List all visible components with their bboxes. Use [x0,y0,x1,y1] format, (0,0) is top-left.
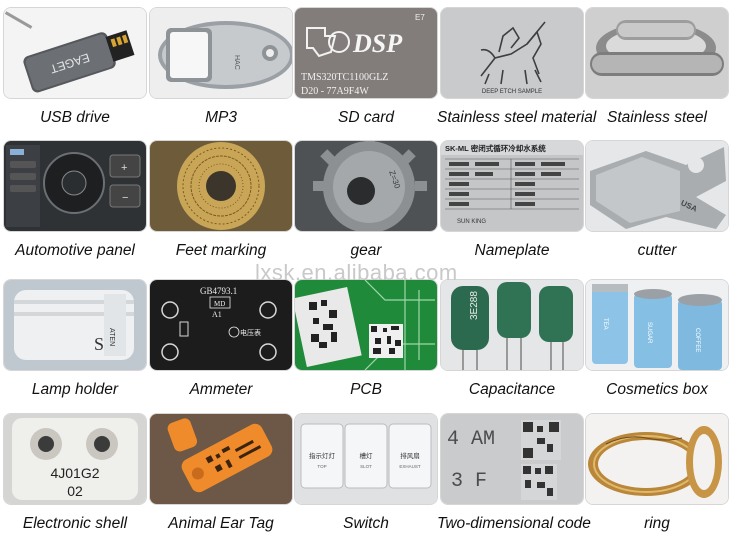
cosmetics-box-image: TEA SUGAR COFFEE [586,280,728,370]
caption: Electronic shell [22,515,128,532]
product-switch[interactable]: 指示灯灯 槽灯 排风扇 TOP SLOT EXHAUST Switch [295,414,441,548]
product-usb-drive[interactable]: EAGET USB drive [4,8,150,142]
switch-label-2: 槽灯 [360,451,374,460]
sd-e7: E7 [415,13,425,22]
caption: Ammeter [189,381,253,398]
ammeter-code: GB4793.1 [200,286,237,296]
switch-label-1: 指示灯灯 [309,451,336,460]
switch-sub-2: SLOT [360,464,372,469]
two-dimensional-code-image: 4 AM 3 F [441,414,583,504]
cosmetic-label-2: SUGAR [646,322,652,344]
caption: gear [350,242,382,259]
gear-image: Z=30 [295,141,437,231]
sd-code1: TMS320TC1100GLZ [301,72,388,83]
usb-drive-image: EAGET [4,8,146,98]
caption: Feet marking [175,242,267,259]
switch-label-3: 排风扇 [400,451,420,460]
stainless-steel-image [586,8,728,98]
caption: Cosmetics box [606,381,708,398]
product-nameplate[interactable]: SK-ML 密闭式循环冷却水系统 [441,141,587,275]
product-cosmetics-box[interactable]: TEA SUGAR COFFEE Cosmetics box [586,280,732,414]
svg-text:−: − [122,192,128,204]
product-automotive-panel[interactable]: + − Automotive panel [4,141,150,275]
ammeter-a1: A1 [212,310,222,319]
capacitor-engraving: 3E288 [469,291,480,320]
svg-text:+: + [121,162,127,174]
caption: Automotive panel [15,242,135,259]
product-capacitance[interactable]: 3E288 Capacitance [441,280,587,414]
product-animal-ear-tag[interactable]: Animal Ear Tag [150,414,296,548]
sd-card-image: E7 DSP TMS320TC1100GLZ D20 - 77A9F4W [295,8,437,98]
product-electronic-shell[interactable]: 4J01G2 02 Electronic shell [4,414,150,548]
ammeter-image: GB4793.1 MD A1 电压表 [150,280,292,370]
cosmetic-label-3: COFFEE [694,328,700,352]
product-stainless-steel-material[interactable]: DEEP ETCH SAMPLE Stainless steel materia… [437,8,596,142]
product-feet-marking[interactable]: Feet marking [150,141,296,275]
capacitance-image: 3E288 [441,280,583,370]
sd-logo: DSP [352,29,403,58]
electronic-shell-image: 4J01G2 02 [4,414,146,504]
ammeter-v-label: 电压表 [240,328,261,337]
caption: Two-dimensional code [437,515,591,532]
product-ammeter[interactable]: GB4793.1 MD A1 电压表 Ammeter [150,280,296,414]
feet-marking-image [150,141,292,231]
caption: PCB [350,381,382,398]
shell-num: 02 [67,483,83,499]
product-mp3[interactable]: HAC MP3 [150,8,296,142]
shell-code: 4J01G2 [50,465,99,481]
svg-text:S: S [94,334,104,354]
caption: Stainless steel material [437,109,597,126]
sd-code2: D20 - 77A9F4W [301,86,369,97]
pcb-image [295,280,437,370]
product-two-dimensional-code[interactable]: 4 AM 3 F Two-dimensional code [437,414,591,548]
watermark: lxsk.en.alibaba.com [255,260,458,285]
product-stainless-steel[interactable]: Stainless steel [586,8,732,142]
qr-text-1: 4 AM [447,428,495,451]
cosmetic-label-1: TEA [602,318,608,330]
ring-image [586,414,728,504]
caption: Nameplate [474,242,550,259]
caption: Lamp holder [31,381,119,398]
switch-sub-3: EXHAUST [399,464,421,469]
steel-label: DEEP ETCH SAMPLE [482,89,542,95]
switch-sub-1: TOP [317,464,326,469]
caption: Capacitance [468,381,556,398]
product-ring[interactable]: ring [586,414,732,548]
caption: Stainless steel [607,109,707,126]
qr-text-2: 3 F [451,470,487,493]
caption: SD card [338,109,394,126]
nameplate-company: SUN KING [457,219,486,225]
mp3-image: HAC [150,8,292,98]
nameplate-image: SK-ML 密闭式循环冷却水系统 [441,141,583,231]
product-gear[interactable]: Z=30 gear [295,141,441,275]
mp3-engraving: HAC [233,55,240,70]
product-lamp-holder[interactable]: ATEN S Lamp holder [4,280,150,414]
product-sd-card[interactable]: E7 DSP TMS320TC1100GLZ D20 - 77A9F4W SD … [295,8,441,142]
switch-image: 指示灯灯 槽灯 排风扇 TOP SLOT EXHAUST [295,414,437,504]
caption: USB drive [40,109,110,126]
caption: ring [644,515,670,532]
caption: MP3 [205,109,237,126]
caption: Animal Ear Tag [168,515,274,532]
stainless-steel-material-image: DEEP ETCH SAMPLE [441,8,583,98]
animal-ear-tag-image [150,414,292,504]
automotive-panel-image: + − [4,141,146,231]
caption: cutter [637,242,677,259]
ammeter-md: MD [214,300,225,308]
nameplate-title: SK-ML 密闭式循环冷却水系统 [445,143,546,153]
lamp-engraving: ATEN [108,328,115,346]
lamp-holder-image: ATEN S [4,280,146,370]
product-cutter[interactable]: USA cutter [586,141,732,275]
cutter-image: USA [586,141,728,231]
product-pcb[interactable]: PCB [295,280,441,414]
caption: Switch [343,515,389,532]
